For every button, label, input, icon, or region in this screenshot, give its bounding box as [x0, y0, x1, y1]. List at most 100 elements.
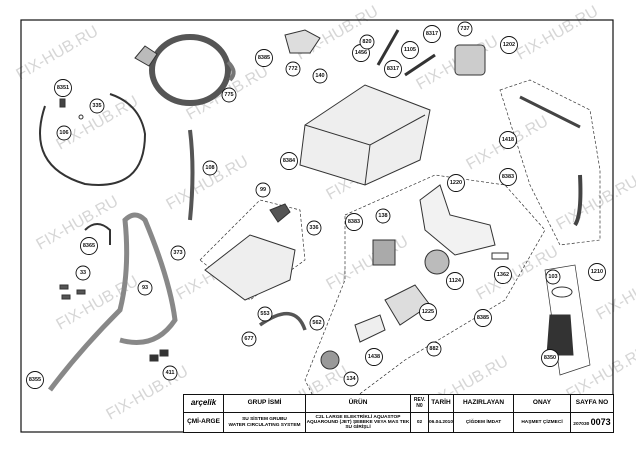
- callout-text: 8383: [348, 219, 360, 225]
- callout-text: 8384: [283, 158, 296, 164]
- drain-hose-373: [48, 212, 178, 392]
- callout-106: 106: [56, 125, 72, 141]
- callout-circle: [137, 280, 153, 296]
- callout-text: 8351: [57, 85, 69, 91]
- callout-1210: 1210: [588, 263, 606, 281]
- callout-circle: [401, 41, 419, 59]
- callout-circle: [499, 131, 517, 149]
- callout-text: 8350: [544, 355, 556, 361]
- prepared-by: ÇİĞDEM İMDAT: [453, 412, 514, 433]
- callout-text: 1418: [502, 137, 514, 143]
- callout-775: 775: [221, 87, 237, 103]
- hose-end-connector: [134, 45, 158, 67]
- callout-circle: [89, 98, 105, 114]
- watermark-text: FIX-HUB.RU: [514, 3, 602, 64]
- brand-logo: arçelik: [183, 394, 224, 413]
- bellows-8350: [546, 314, 574, 356]
- inlet-valve-737: [454, 44, 486, 76]
- callout-134: 134: [343, 371, 359, 387]
- hose-lower: [573, 174, 583, 227]
- callout-8355: 8355: [26, 371, 44, 389]
- callout-text: 1210: [591, 269, 603, 275]
- callout-circle: [343, 371, 359, 387]
- callout-text: 1220: [450, 180, 462, 186]
- callout-108: 108: [202, 160, 218, 176]
- clip-411: [149, 354, 159, 362]
- callout-8383: 8383: [345, 213, 363, 231]
- callout-8385: 8385: [474, 309, 492, 327]
- hose-1105-a: [376, 29, 400, 66]
- callout-circle: [446, 272, 464, 290]
- callout-text: 1202: [503, 42, 515, 48]
- callout-text: 8385: [258, 55, 270, 61]
- callout-circle: [365, 348, 383, 366]
- header-prepared: HAZIRLAYAN: [453, 394, 514, 413]
- callout-text: 820: [362, 39, 371, 45]
- callout-text: 8355: [29, 377, 41, 383]
- callout-circle: [588, 263, 606, 281]
- rev-number: 02: [410, 412, 429, 433]
- callout-circle: [56, 125, 72, 141]
- connector-8351: [59, 98, 66, 108]
- callout-labels: 8385772140145682083178317110573712028351…: [26, 21, 606, 389]
- callout-text: 553: [260, 311, 269, 317]
- callout-1418: 1418: [499, 131, 517, 149]
- callout-677: 677: [241, 331, 257, 347]
- callout-138: 138: [375, 208, 391, 224]
- callout-circle: [474, 309, 492, 327]
- callout-text: 33: [80, 270, 86, 276]
- pump-138: [372, 239, 396, 266]
- header-page: SAYFA NO: [570, 394, 614, 413]
- callout-text: 8317: [387, 66, 399, 72]
- callout-circle: [359, 34, 375, 50]
- callout-circle: [545, 269, 561, 285]
- callout-circle: [170, 245, 186, 261]
- group-name-en: WATER CIRCULATING SYSTEM: [228, 422, 301, 428]
- callout-circle: [423, 25, 441, 43]
- clip-33: [59, 284, 69, 290]
- callout-373: 373: [170, 245, 186, 261]
- callout-circle: [419, 303, 437, 321]
- callout-336: 336: [306, 220, 322, 236]
- callout-text: 138: [378, 213, 387, 219]
- callout-text: 677: [244, 336, 253, 342]
- watermark-text: FIX-HUB.RU: [54, 273, 142, 334]
- callout-8351: 8351: [54, 79, 72, 97]
- part-772: [284, 29, 321, 54]
- washer-335: [78, 114, 84, 120]
- callout-text: 8383: [502, 174, 514, 180]
- callout-text: 103: [548, 274, 557, 280]
- callout-text: 335: [92, 103, 101, 109]
- pump-1124: [424, 249, 450, 275]
- header-rev: REV. N0: [410, 394, 429, 413]
- callout-circle: [494, 266, 512, 284]
- inlet-hose-775: [149, 34, 231, 106]
- hose-106: [39, 93, 147, 186]
- group-outline-1418: [499, 79, 601, 246]
- callout-text: 1362: [497, 272, 509, 278]
- watermark-text: FIX-HUB.RU: [554, 173, 636, 234]
- callout-circle: [457, 21, 473, 37]
- callout-circle: [384, 60, 402, 78]
- callout-text: 1438: [368, 354, 380, 360]
- hose-1418: [519, 95, 581, 129]
- callout-text: 99: [260, 187, 266, 193]
- callout-8385: 8385: [255, 49, 273, 67]
- clamp-103: [551, 286, 573, 298]
- page-number: 207030 0073: [570, 412, 614, 433]
- callout-text: 106: [59, 130, 68, 136]
- callout-553: 553: [257, 306, 273, 322]
- callout-circle: [80, 237, 98, 255]
- callout-820: 820: [359, 34, 375, 50]
- part-99: [269, 203, 291, 223]
- hose-elbow: [226, 60, 236, 82]
- callout-1124: 1124: [446, 272, 464, 290]
- callout-1438: 1438: [365, 348, 383, 366]
- callout-text: 737: [460, 26, 469, 32]
- bracket-1220: [419, 184, 496, 256]
- callout-circle: [499, 168, 517, 186]
- group-outline-882: [304, 174, 546, 421]
- callout-411: 411: [162, 365, 178, 381]
